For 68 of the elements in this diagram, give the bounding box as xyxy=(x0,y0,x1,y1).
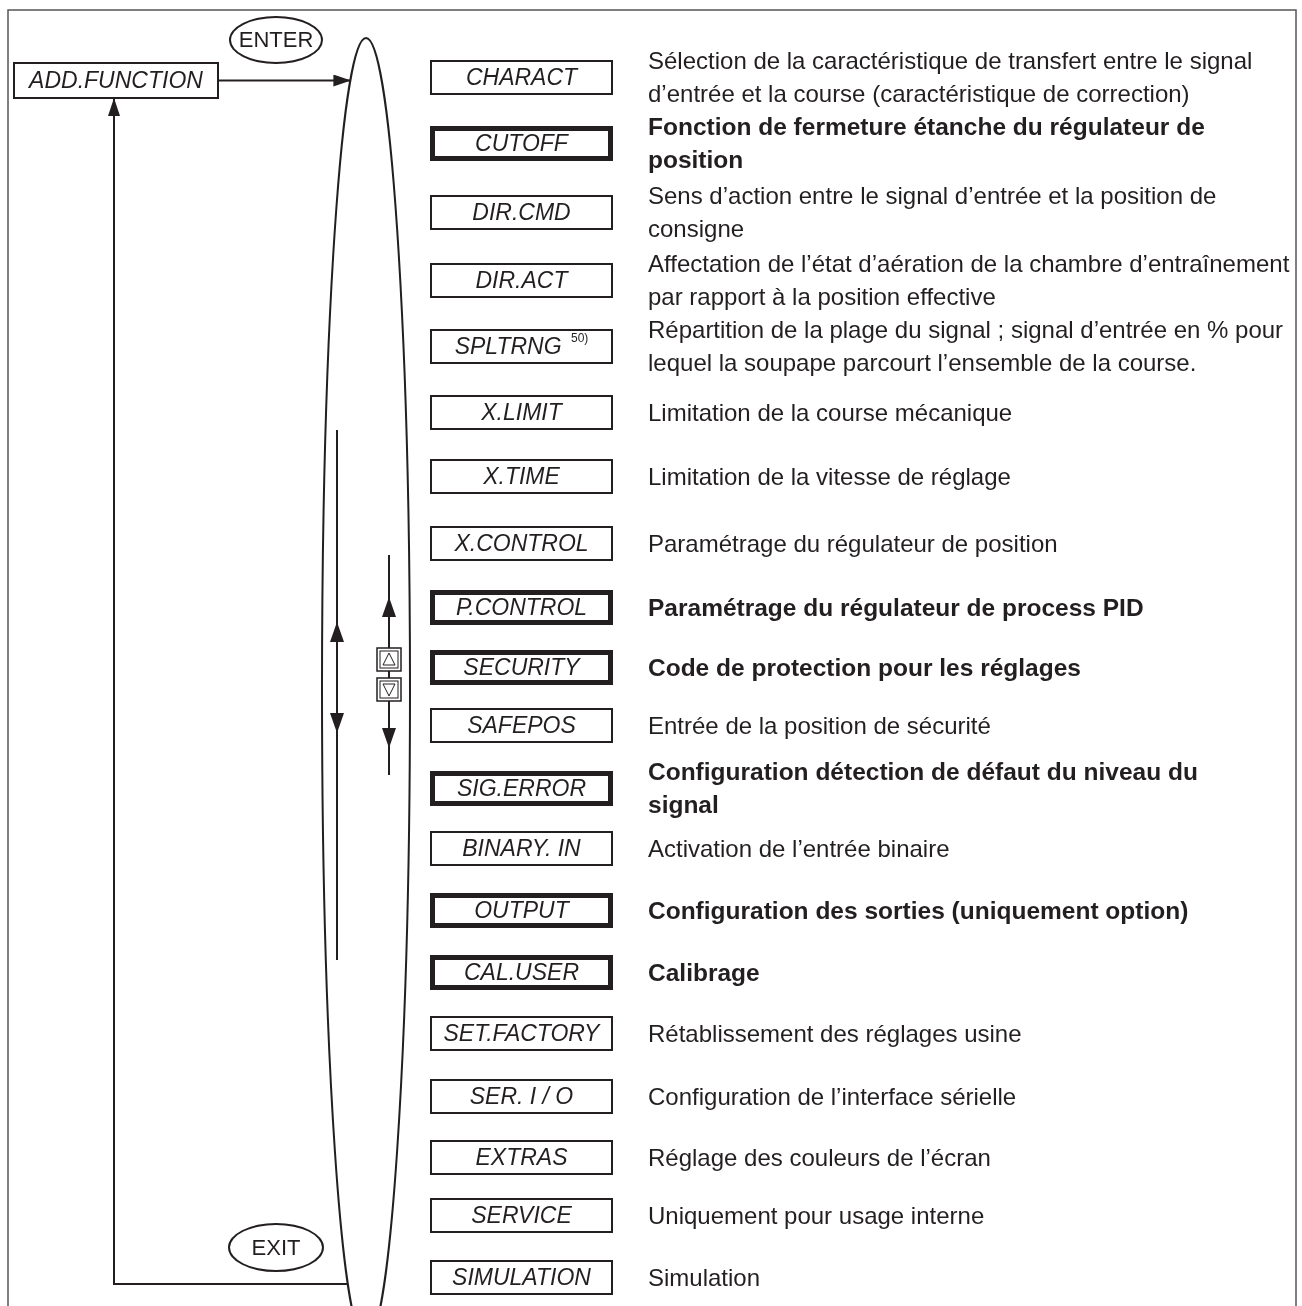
description-text: Affectation de l’état d’aération de la chambre d’entraînement par rapport à la position effective xyxy=(648,249,1291,312)
description-text: Fonction de fermeture étanche du régulateur de position xyxy=(648,112,1206,175)
menu-box xyxy=(430,831,613,866)
menu-box xyxy=(430,893,613,928)
description-text: Rétablissement des réglages usine xyxy=(648,1018,1023,1049)
menu-label: SECURITY xyxy=(463,656,580,679)
menu-label: CUTOFF xyxy=(475,132,568,155)
menu-box xyxy=(430,955,613,990)
menu-label: X.CONTROL xyxy=(454,532,589,555)
menu-box xyxy=(430,526,613,561)
menu-label: SAFEPOS xyxy=(467,714,576,737)
arrow xyxy=(108,98,349,1285)
menu-box xyxy=(430,1079,613,1114)
menu-box xyxy=(430,395,613,430)
menu-box xyxy=(430,126,613,161)
menu-label: CAL.USER xyxy=(463,961,579,984)
menu-label: SIG.ERROR xyxy=(456,777,587,800)
description-text: Répartition de la plage du signal ; signal d’entrée en % pour lequel la soupape parcourt l’ensemble de la course. xyxy=(648,315,1285,378)
menu-box xyxy=(430,1140,613,1175)
description-text: Réglage des couleurs de l’écran xyxy=(648,1142,992,1173)
menu-box xyxy=(430,771,613,806)
menu-box xyxy=(430,708,613,743)
menu-label: DIR.ACT xyxy=(475,269,568,292)
menu-box xyxy=(430,590,613,625)
menu-label: SER. I / O xyxy=(469,1085,574,1108)
description-text: Activation de l’entrée binaire xyxy=(648,833,951,864)
description-text: Configuration de l’interface sérielle xyxy=(648,1081,1018,1112)
menu-box xyxy=(430,60,613,95)
menu-box xyxy=(430,1198,613,1233)
arrow xyxy=(218,74,352,87)
menu-label: X.TIME xyxy=(483,465,560,488)
description-text: Configuration détection de défaut du niveau du signal xyxy=(648,757,1199,820)
description-text: Calibrage xyxy=(648,957,761,988)
menu-label: X.LIMIT xyxy=(481,401,562,424)
description-text: Paramétrage du régulateur de process PID xyxy=(648,592,1145,623)
menu-box xyxy=(13,62,219,99)
description-text: Limitation de la vitesse de réglage xyxy=(648,461,1012,492)
menu-label: DIR.CMD xyxy=(472,201,571,224)
menu-box xyxy=(430,1260,613,1295)
menu-label: SET.FACTORY xyxy=(443,1022,600,1045)
menu-box xyxy=(430,263,613,298)
description-text: Simulation xyxy=(648,1262,762,1293)
description-text: Uniquement pour usage interne xyxy=(648,1200,986,1231)
menu-label: ADD.FUNCTION xyxy=(29,69,203,92)
key-oval xyxy=(228,1223,324,1272)
key-label: EXIT xyxy=(251,1236,301,1259)
description-text: Code de protection pour les réglages xyxy=(648,652,1082,683)
menu-label: EXTRAS xyxy=(475,1146,568,1169)
description-text: Entrée de la position de sécurité xyxy=(648,710,992,741)
menu-label: P.CONTROL xyxy=(455,596,588,619)
menu-box xyxy=(430,1016,613,1051)
menu-label: SERVICE xyxy=(471,1204,572,1227)
description-text: Limitation de la course mécanique xyxy=(648,397,1014,428)
menu-box xyxy=(430,329,613,364)
description-text: Sélection de la caractéristique de transfert entre le signal d’entrée et la course (caractéristique de correction) xyxy=(648,46,1254,109)
description-text: Configuration des sorties (uniquement option) xyxy=(648,895,1190,926)
description-text: Paramétrage du régulateur de position xyxy=(648,528,1059,559)
menu-box xyxy=(430,650,613,685)
menu-label: OUTPUT xyxy=(474,899,569,922)
menu-label: BINARY. IN xyxy=(462,837,581,860)
description-text: Sens d’action entre le signal d’entrée et la position de consigne xyxy=(648,181,1218,244)
menu-label: CHARACT xyxy=(465,66,578,89)
key-oval xyxy=(229,16,323,64)
key-label: ENTER xyxy=(238,29,314,51)
menu-label: SPLTRNG $^{50)}$ xyxy=(454,335,589,358)
menu-box xyxy=(430,459,613,494)
menu-label: SIMULATION xyxy=(452,1266,591,1289)
menu-box xyxy=(430,195,613,230)
